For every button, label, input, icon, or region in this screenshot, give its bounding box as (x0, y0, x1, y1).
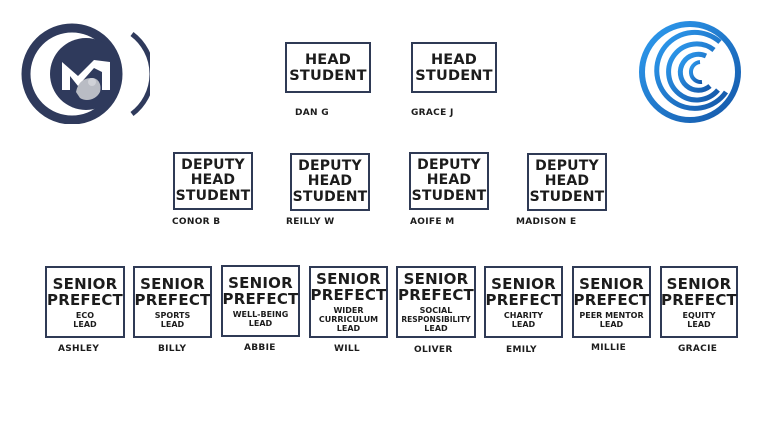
box-title-line: DEPUTY (417, 156, 481, 173)
head-student-box-2: HEAD STUDENT (411, 42, 497, 93)
concentric-swirl-icon (639, 21, 741, 123)
senior-prefect-box-4: SENIOR PREFECT WIDER CURRICULUM LEAD (309, 266, 388, 338)
deputy-head-student-name-3: AOIFE M (410, 217, 455, 227)
box-title-line: SENIOR (140, 274, 205, 293)
box-title-line: SENIOR (403, 270, 469, 288)
deputy-head-student-box-2: DEPUTY HEAD STUDENT (290, 153, 370, 211)
box-title-line: SENIOR (666, 274, 732, 293)
box-title-line: PREFECT (134, 290, 211, 309)
senior-prefect-name-1: ASHLEY (58, 344, 100, 354)
box-title-line: PREFECT (47, 290, 123, 309)
box-title-line: DEPUTY (535, 157, 599, 174)
box-title-line: PREFECT (398, 286, 474, 304)
box-title-line: PREFECT (222, 289, 299, 308)
box-title-line: HEAD (430, 51, 478, 68)
role-line: LEAD (424, 324, 448, 333)
senior-prefect-name-4: WILL (334, 344, 360, 354)
box-title-line: HEAD (307, 173, 353, 190)
role-line: RESPONSIBILITY (401, 315, 471, 324)
role-line: WIDER (333, 306, 364, 315)
role-line: ECO (75, 310, 95, 320)
role-line: LEAD (73, 319, 97, 329)
role-line: PEER MENTOR (579, 310, 644, 320)
senior-prefect-name-8: GRACIE (678, 344, 718, 354)
senior-prefect-name-2: BILLY (158, 344, 187, 354)
role-line: CHARITY (503, 310, 544, 320)
role-line: LEAD (687, 319, 711, 329)
box-title-line: STUDENT (175, 187, 251, 204)
role-line: CURRICULUM (318, 315, 379, 324)
senior-prefect-box-3: SENIOR PREFECT WELL-BEING LEAD (221, 265, 300, 337)
deputy-head-student-name-2: REILLY W (286, 217, 335, 227)
role-line: SOCIAL (419, 306, 453, 315)
box-title-line: DEPUTY (298, 157, 362, 174)
deputy-head-student-box-4: DEPUTY HEAD STUDENT (527, 153, 607, 211)
box-title-line: SENIOR (228, 273, 293, 292)
role-line: LEAD (248, 318, 273, 328)
box-title-line: PREFECT (573, 290, 650, 309)
box-title-line: SENIOR (52, 274, 118, 293)
deputy-head-student-name-1: CONOR B (172, 217, 221, 227)
senior-prefect-name-3: ABBIE (244, 343, 276, 353)
role-line: LEAD (599, 319, 624, 329)
senior-prefect-box-2: SENIOR PREFECT SPORTS LEAD (133, 266, 212, 338)
box-title-line: SENIOR (316, 270, 381, 288)
box-title-line: STUDENT (529, 188, 605, 205)
role-line: WELL-BEING (232, 309, 289, 319)
deputy-head-student-name-4: MADISON E (516, 217, 577, 227)
box-title-line: HEAD (190, 172, 236, 189)
senior-prefect-box-7: SENIOR PREFECT PEER MENTOR LEAD (572, 266, 651, 338)
box-title-line: PREFECT (661, 290, 737, 309)
senior-prefect-name-5: OLIVER (414, 345, 453, 355)
senior-prefect-name-7: MILLIE (591, 343, 627, 353)
head-student-box-1: HEAD STUDENT (285, 42, 371, 93)
box-title-line: STUDENT (411, 187, 487, 204)
box-title-line: PREFECT (485, 290, 562, 309)
role-line: LEAD (160, 319, 185, 329)
m-lion-crest-icon (21, 23, 150, 124)
senior-prefect-box-5: SENIOR PREFECT SOCIAL RESPONSIBILITY LEA… (396, 266, 476, 338)
box-title-line: HEAD (426, 172, 472, 189)
senior-prefect-box-6: SENIOR PREFECT CHARITY LEAD (484, 266, 563, 338)
head-student-name-2: GRACE J (411, 108, 454, 118)
box-title-line: STUDENT (292, 188, 368, 205)
senior-prefect-name-6: EMILY (506, 345, 537, 355)
deputy-head-student-box-1: DEPUTY HEAD STUDENT (173, 152, 253, 210)
senior-prefect-box-1: SENIOR PREFECT ECO LEAD (45, 266, 125, 338)
box-title-line: DEPUTY (181, 156, 245, 173)
box-title-line: HEAD (304, 51, 352, 68)
senior-prefect-box-8: SENIOR PREFECT EQUITY LEAD (660, 266, 738, 338)
role-line: LEAD (511, 319, 536, 329)
box-title-line: STUDENT (415, 67, 493, 84)
head-student-name-1: DAN G (295, 108, 329, 118)
role-line: EQUITY (682, 310, 716, 320)
box-title-line: PREFECT (310, 286, 387, 304)
box-title-line: SENIOR (579, 274, 644, 293)
box-title-line: STUDENT (289, 67, 367, 84)
deputy-head-student-box-3: DEPUTY HEAD STUDENT (409, 152, 489, 210)
role-line: SPORTS (154, 310, 191, 320)
role-line: LEAD (336, 324, 361, 333)
box-title-line: SENIOR (491, 274, 556, 293)
box-title-line: HEAD (544, 173, 590, 190)
